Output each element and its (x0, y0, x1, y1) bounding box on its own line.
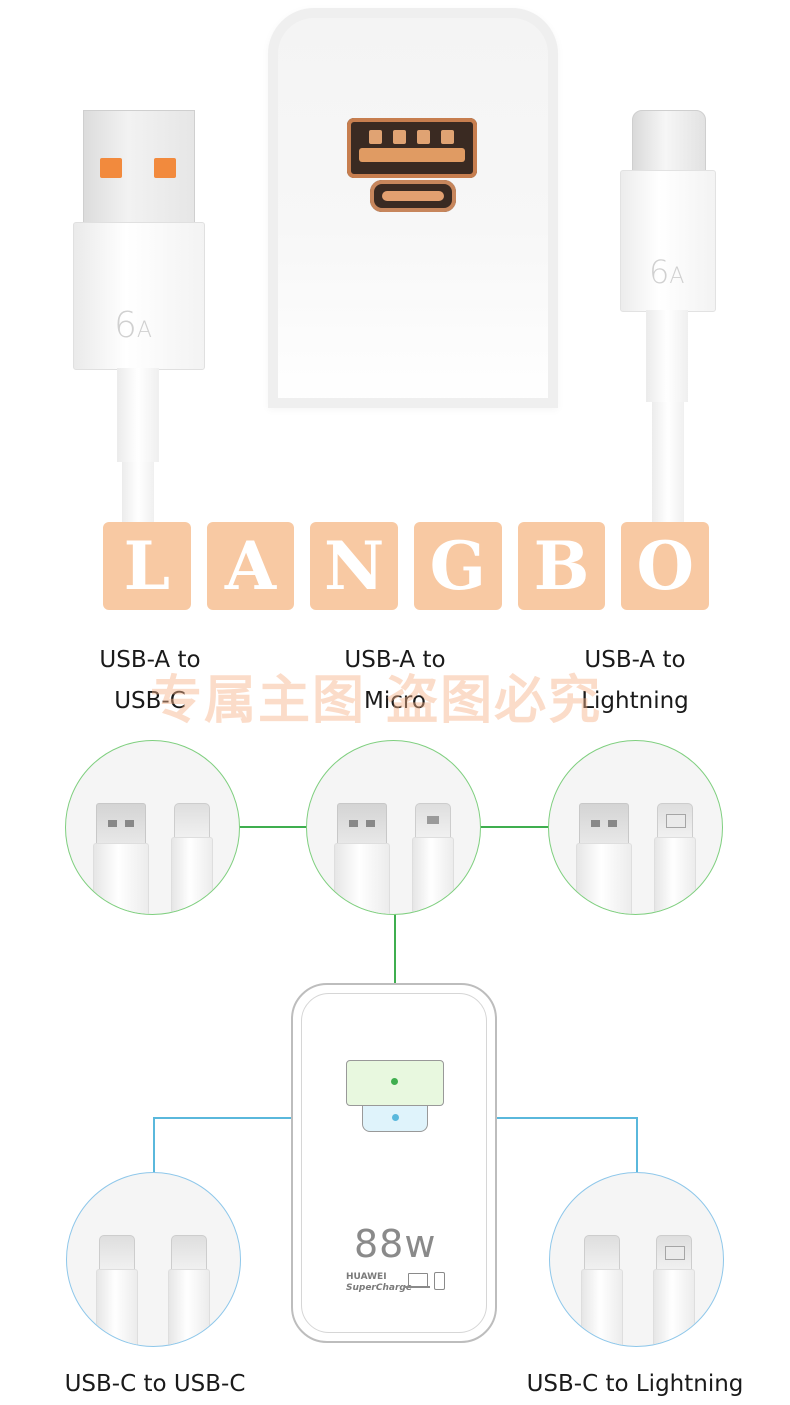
connector-line (153, 1117, 155, 1175)
cable-circle-usb-a-to-lightning (548, 740, 723, 915)
cable-label-usb-a-to-usb-c: USB-A to USB-C (60, 640, 240, 722)
usb-c-cable-housing: 6A (620, 170, 716, 312)
usb-c-plug-icon (174, 803, 210, 839)
chinese-watermark: 专属主图 盗图必究 (150, 670, 603, 731)
usb-c-connector-icon (632, 110, 706, 174)
cable-label-line: Micro (364, 688, 426, 714)
connector-line (238, 826, 308, 828)
phone-icon (434, 1272, 445, 1290)
cable-label-usb-a-to-lightning: USB-A to Lightning (540, 640, 730, 722)
brand-letter: L (103, 522, 191, 610)
cable-circle-usb-c-to-lightning (549, 1172, 724, 1347)
cable-label-line: USB-A to (584, 647, 686, 673)
cable-rating-left: 6A (114, 305, 152, 346)
cable-label-usb-c-to-lightning: USB-C to Lightning (526, 1371, 744, 1397)
brand-letter: A (206, 522, 295, 610)
usb-c-port (370, 180, 456, 212)
cable-rating-right: 6A (649, 253, 685, 291)
laptop-icon (408, 1273, 428, 1287)
connector-line (636, 1117, 638, 1175)
usb-c-port-dot (392, 1114, 399, 1121)
brand-letter: B (517, 522, 606, 610)
brand-letter: G (414, 522, 502, 610)
micro-usb-plug-icon (415, 803, 451, 839)
connector-line (480, 826, 550, 828)
cable-label-line: USB-C (114, 688, 186, 714)
charger-sub-brand: SuperCharge (346, 1283, 412, 1293)
usb-c-plug-icon (584, 1235, 620, 1271)
cable-circle-usb-c-to-usb-c (66, 1172, 241, 1347)
usb-a-plug-icon (579, 803, 629, 845)
lightning-plug-icon (657, 803, 693, 839)
usb-a-cable-housing: 6A (73, 222, 205, 370)
usb-c-plug-icon (171, 1235, 207, 1271)
usb-a-plug-icon (96, 803, 146, 845)
usb-c-plug-icon (99, 1235, 135, 1271)
charger-diagram (291, 983, 497, 1343)
charger-branding: HUAWEI SuperCharge (346, 1271, 458, 1295)
usb-a-port (347, 118, 477, 178)
cable-label-usb-a-to-micro: USB-A to Micro (300, 640, 490, 722)
cable-label-line: USB-A to (344, 647, 446, 673)
lightning-plug-icon (656, 1235, 692, 1271)
cable-label-line: USB-A to (99, 647, 201, 673)
charger-wattage: 88w (354, 1222, 437, 1266)
brand-letter: N (310, 522, 399, 610)
usb-a-plug-icon (337, 803, 387, 845)
cable-label-usb-c-to-usb-c: USB-C to USB-C (64, 1371, 246, 1397)
cable-circle-usb-a-to-micro (306, 740, 481, 915)
cable-right (646, 310, 688, 402)
usb-a-connector-icon (83, 110, 195, 223)
cable-label-line: Lightning (581, 688, 689, 714)
cable-circle-usb-a-to-usb-c (65, 740, 240, 915)
cable-right-lower (652, 402, 684, 542)
cable-left (117, 368, 159, 462)
usb-a-port-dot (391, 1078, 398, 1085)
brand-watermark: L A N G B O (103, 522, 710, 612)
charger-brand: HUAWEI (346, 1272, 387, 1282)
brand-letter: O (621, 522, 710, 610)
